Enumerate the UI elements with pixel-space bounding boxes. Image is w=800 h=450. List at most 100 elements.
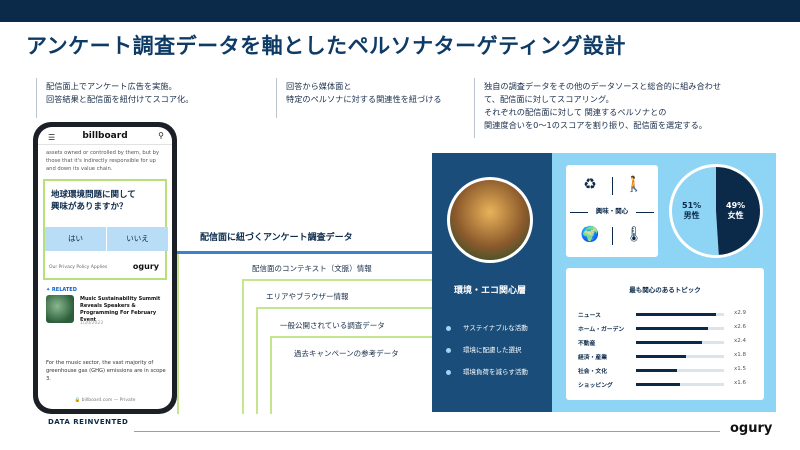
female-pct: 49% bbox=[726, 201, 746, 210]
male-pct: 51% bbox=[682, 201, 702, 210]
topic-name: ショッピング bbox=[578, 383, 613, 389]
topic-value: x2.6 bbox=[734, 324, 747, 330]
segment-bullet: 環境に配慮した選択 bbox=[446, 344, 522, 354]
related-date: 1/20/2023 bbox=[80, 321, 104, 326]
related-thumbnail[interactable] bbox=[46, 295, 74, 323]
recycle-icon: ♻ bbox=[583, 175, 597, 193]
topic-bar-fill bbox=[636, 355, 686, 358]
column-divider bbox=[276, 78, 277, 118]
survey-question: 地球環境問題に関して 興味がありますか？ bbox=[51, 189, 136, 213]
connector-main-line bbox=[177, 251, 433, 254]
article-text: assets owned or controlled by them, but … bbox=[46, 150, 160, 172]
related-title[interactable]: Music Sustainability Summit Reveals Spea… bbox=[80, 296, 161, 323]
data-step: 配信面のコンテキスト（文脈）情報 bbox=[252, 264, 372, 273]
interests-card: ♻ 🚶 🌍 🌡 興味・関心 bbox=[566, 165, 658, 257]
menu-icon[interactable]: ☰ bbox=[48, 133, 56, 142]
divider bbox=[570, 212, 588, 213]
female-label: 女性 bbox=[727, 211, 744, 220]
column-line: 独自の調査データをその他のデータソースと総合的に組み合わせ bbox=[484, 81, 722, 91]
pie-slice-female bbox=[716, 167, 760, 255]
thermometer-icon: 🌡 bbox=[624, 225, 644, 243]
topic-bar-track bbox=[636, 313, 724, 316]
topic-row: 社会・文化 x1.5 bbox=[566, 366, 764, 376]
article-body: For the music sector, the vast majority … bbox=[46, 360, 166, 382]
topic-value: x2.4 bbox=[734, 338, 747, 344]
bullet-dot bbox=[446, 369, 451, 375]
search-icon[interactable]: ⚲ bbox=[158, 131, 164, 140]
topic-value: x1.6 bbox=[734, 380, 747, 386]
answer-no-button[interactable]: いいえ bbox=[107, 227, 168, 251]
topic-name: ホーム・ガーデン bbox=[578, 327, 625, 333]
connector-bracket bbox=[242, 279, 432, 414]
gender-pie: 51% 男性 49% 女性 bbox=[668, 163, 764, 259]
topic-bar-fill bbox=[636, 383, 680, 386]
persona-photo bbox=[447, 177, 533, 263]
segment-bullet: 環境負荷を減らす活動 bbox=[446, 366, 528, 376]
bullet-dot bbox=[446, 325, 451, 331]
connector-green-line bbox=[177, 254, 179, 414]
gender-pie-chart bbox=[669, 164, 763, 258]
topic-bar-fill bbox=[636, 341, 702, 344]
site-header: ☰ billboard ⚲ bbox=[38, 127, 172, 145]
globe-icon: 🌍 bbox=[580, 225, 600, 243]
connector-bracket bbox=[256, 307, 432, 414]
related-label: ✦ RELATED bbox=[46, 287, 77, 293]
intro-column-1: 配信面上でアンケート広告を実施。 回答結果と配信面を紐付けてスコア化。 bbox=[46, 80, 193, 106]
divider bbox=[612, 177, 613, 195]
phone-screen: ☰ billboard ⚲ assets owned or controlled… bbox=[38, 127, 172, 409]
segment-label: 環境・エコ関心層 bbox=[453, 286, 526, 296]
intro-column-3: 独自の調査データをその他のデータソースと総合的に組み合わせ て、配信面に対してス… bbox=[484, 80, 721, 132]
topic-value: x1.5 bbox=[734, 366, 747, 372]
bullet-text: サステイナブルな活動 bbox=[463, 324, 528, 332]
topic-bar-fill bbox=[636, 327, 708, 330]
column-line: 回答から媒体面と bbox=[286, 81, 352, 91]
column-line: 回答結果と配信面を紐付けてスコア化。 bbox=[46, 94, 194, 104]
topic-bar-track bbox=[636, 341, 724, 344]
ad-brand-logo: ogury bbox=[132, 262, 159, 271]
connector-bracket bbox=[270, 336, 432, 414]
topic-row: ショッピング x1.6 bbox=[566, 380, 764, 390]
bullet-text: 環境負荷を減らす活動 bbox=[463, 368, 528, 376]
segment-bullet: サステイナブルな活動 bbox=[446, 322, 528, 332]
male-share: 51% 男性 bbox=[682, 201, 701, 221]
divider bbox=[612, 227, 613, 245]
male-label: 男性 bbox=[683, 211, 700, 220]
hiking-icon: 🚶 bbox=[624, 175, 644, 193]
bullet-dot bbox=[446, 347, 451, 353]
footer-tagline: DATA REINVENTED bbox=[48, 418, 129, 426]
topic-row: 経済・産業 x1.8 bbox=[566, 352, 764, 362]
url-bar[interactable]: 🔒 billboard.com — Private bbox=[74, 398, 136, 403]
data-step: エリアやブラウザー情報 bbox=[266, 292, 349, 301]
column-line: 関連度合いを0～1のスコアを割り振り、配信面を選定する。 bbox=[484, 120, 707, 130]
page-title: アンケート調査データを軸としたペルソナターゲティング設計 bbox=[26, 34, 626, 58]
survey-question-line: 興味がありますか？ bbox=[51, 202, 128, 212]
site-logo: billboard bbox=[82, 131, 128, 141]
connector-label: 配信面に紐づくアンケート調査データ bbox=[200, 233, 353, 243]
topic-value: x1.8 bbox=[734, 352, 747, 358]
topic-name: 社会・文化 bbox=[578, 369, 607, 375]
privacy-link[interactable]: Our Privacy Policy Applies bbox=[49, 265, 108, 270]
interests-label: 興味・関心 bbox=[595, 207, 629, 215]
topic-bar-fill bbox=[636, 369, 678, 372]
column-line: 特定のペルソナに対する関連性を紐づける bbox=[286, 94, 442, 104]
data-step: 一般公開されている調査データ bbox=[280, 321, 385, 330]
top-bar bbox=[0, 0, 800, 22]
topics-title: 最も関心のあるトピック bbox=[629, 286, 701, 294]
female-share: 49% 女性 bbox=[726, 201, 745, 221]
footer-line bbox=[134, 431, 720, 432]
phone-mockup: ☰ billboard ⚲ assets owned or controlled… bbox=[33, 122, 177, 414]
footer-brand-logo: ogury bbox=[730, 421, 773, 436]
divider bbox=[636, 212, 654, 213]
column-line: 配信面上でアンケート広告を実施。 bbox=[46, 81, 177, 91]
topic-bar-track bbox=[636, 369, 724, 372]
column-line: て、配信面に対してスコアリング。 bbox=[484, 94, 614, 104]
topic-name: ニュース bbox=[578, 313, 601, 319]
intro-column-2: 回答から媒体面と 特定のペルソナに対する関連性を紐づける bbox=[286, 80, 442, 106]
answer-yes-button[interactable]: はい bbox=[45, 227, 106, 251]
topic-bar-track bbox=[636, 383, 724, 386]
column-divider bbox=[474, 78, 475, 138]
topic-name: 経済・産業 bbox=[578, 355, 607, 361]
